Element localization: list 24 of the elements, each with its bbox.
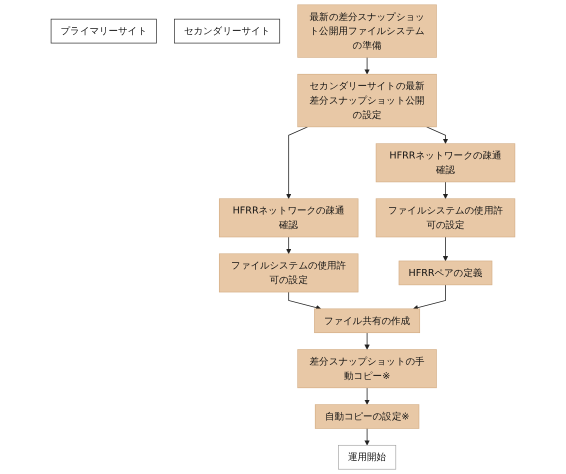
arrow [442, 236, 448, 262]
arrow [412, 284, 446, 310]
arrow [286, 126, 308, 199]
process-box: HFRRネットワークの疎通確認 [218, 198, 358, 238]
arrow [364, 428, 370, 446]
arrow [364, 387, 370, 405]
process-box: ファイルシステムの使用許可の設定 [376, 198, 516, 238]
arrow [442, 182, 448, 199]
process-box: 自動コピーの設定※ [314, 404, 420, 429]
arrow [364, 57, 370, 74]
arrow [364, 332, 370, 350]
process-box: セカンダリーサイトの最新差分スナップショット公開の設定 [297, 74, 437, 128]
column-header-box: セカンダリーサイト [174, 18, 280, 44]
process-box: 差分スナップショットの手動コピー※ [297, 349, 437, 388]
process-box: HFRRペアの定義 [398, 260, 492, 286]
arrow [426, 126, 448, 144]
process-box: ファイル共有の作成 [314, 308, 420, 334]
process-box: 最新の差分スナップショット公開用ファイルシステムの準備 [297, 4, 437, 58]
end-box: 運用開始 [338, 444, 396, 470]
process-box: HFRRネットワークの疎通確認 [376, 143, 516, 182]
column-header-box: プライマリーサイト [50, 18, 157, 44]
arrow [286, 236, 292, 254]
arrow [288, 292, 322, 310]
process-box: ファイルシステムの使用許可の設定 [218, 253, 358, 292]
